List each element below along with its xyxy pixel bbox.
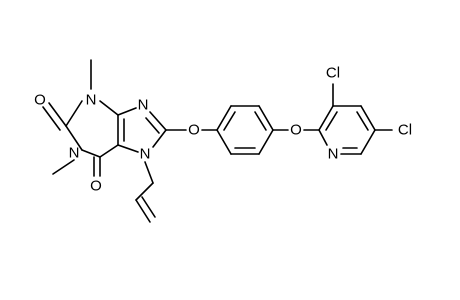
atom-label-o-link2: O: [290, 122, 302, 139]
bond-layer: [42, 59, 393, 223]
atom-label-cl3: Cl: [326, 65, 340, 82]
bond-c4-n9: [117, 107, 137, 116]
bond-c2-n1: [65, 125, 83, 151]
bond-ch-ch2-a: [135, 199, 151, 223]
bond-pyr-n-c2: [318, 129, 328, 146]
bond-ph-1: [216, 105, 232, 131]
bond-ch2-ch: [135, 182, 154, 201]
bond-n3-c4: [99, 100, 119, 116]
bond-n9-c8-a: [149, 111, 167, 131]
bond-c5-c6: [99, 144, 119, 158]
atom-label-n9: N: [138, 97, 149, 114]
bond-c6-n1: [81, 149, 101, 158]
bond-c8-n7: [152, 129, 167, 148]
atom-label-n7: N: [140, 146, 151, 163]
atom-label-o2: O: [34, 92, 46, 109]
atom-label-o6: O: [90, 178, 102, 195]
bond-ph-4: [258, 129, 274, 155]
bond-ch-ch2-b: [141, 196, 156, 218]
bond-ph-3: [258, 105, 274, 131]
bond-ph-inner-a: [223, 111, 236, 131]
bond-pyr-c5-c6: [360, 129, 376, 155]
bond-c2-o2-b: [42, 106, 61, 131]
bond-n9-c8-b: [145, 117, 160, 134]
bond-pyr-c4-c5: [360, 105, 376, 131]
atom-label-cl5: Cl: [398, 122, 412, 139]
bond-pyr-c2-c3: [318, 105, 334, 131]
bond-n1-methyl: [52, 159, 75, 175]
bond-c2-n3: [65, 100, 83, 127]
bond-n7-ch2: [144, 161, 154, 184]
bond-ph-inner-c: [254, 111, 267, 131]
atom-label-n3: N: [86, 92, 97, 109]
atom-label-o-link1: O: [188, 122, 200, 139]
bond-ph-6: [216, 129, 232, 155]
bond-pyr-inner-b: [356, 111, 369, 131]
atom-label-layer: N N N N O O O O N Cl Cl: [34, 65, 412, 195]
atom-label-n-pyridine: N: [328, 146, 339, 163]
bond-n7-c5: [117, 144, 139, 153]
atom-label-n1: N: [69, 145, 80, 162]
bond-c2-o2-a: [48, 102, 67, 127]
bond-pyr-inner-a: [325, 111, 338, 131]
